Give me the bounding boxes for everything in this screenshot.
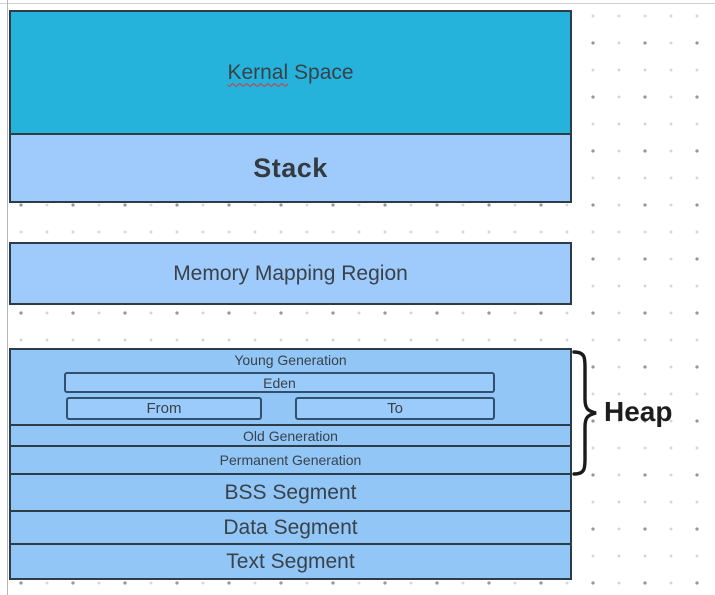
memory-mapping-label: Memory Mapping Region — [173, 261, 408, 285]
memory-mapping-region: Memory Mapping Region — [9, 242, 572, 305]
data-segment-region: Data Segment — [11, 510, 570, 543]
to-survivor-box: To — [295, 397, 495, 420]
permanent-generation-label: Permanent Generation — [219, 452, 362, 468]
bss-segment-label: BSS Segment — [224, 480, 357, 504]
text-segment-label: Text Segment — [226, 549, 355, 573]
young-generation-label: Young Generation — [234, 352, 347, 368]
from-survivor-box: From — [66, 397, 262, 420]
data-segment-label: Data Segment — [223, 515, 358, 539]
heap-and-segments-block: Young Generation Eden From To Old Genera… — [9, 348, 572, 580]
page-top-edge-line — [0, 3, 715, 4]
stack-region: Stack — [11, 133, 570, 201]
stack-label: Stack — [253, 152, 328, 183]
heap-brace-icon — [572, 350, 597, 476]
page-left-edge-line — [7, 0, 8, 595]
eden-box: Eden — [64, 372, 495, 393]
kernel-rest-word: Space — [294, 60, 354, 84]
bss-segment-region: BSS Segment — [11, 473, 570, 510]
eden-label: Eden — [263, 374, 296, 391]
permanent-generation-region: Permanent Generation — [11, 445, 570, 473]
text-segment-region: Text Segment — [11, 543, 570, 578]
to-label: To — [387, 400, 403, 417]
kernel-misspelled-word: Kernal — [227, 60, 289, 84]
old-generation-label: Old Generation — [243, 427, 338, 444]
from-label: From — [146, 400, 182, 417]
old-generation-region: Old Generation — [11, 424, 570, 445]
young-generation-region: Young Generation Eden From To — [11, 350, 570, 424]
heap-annotation-label: Heap — [604, 396, 673, 427]
